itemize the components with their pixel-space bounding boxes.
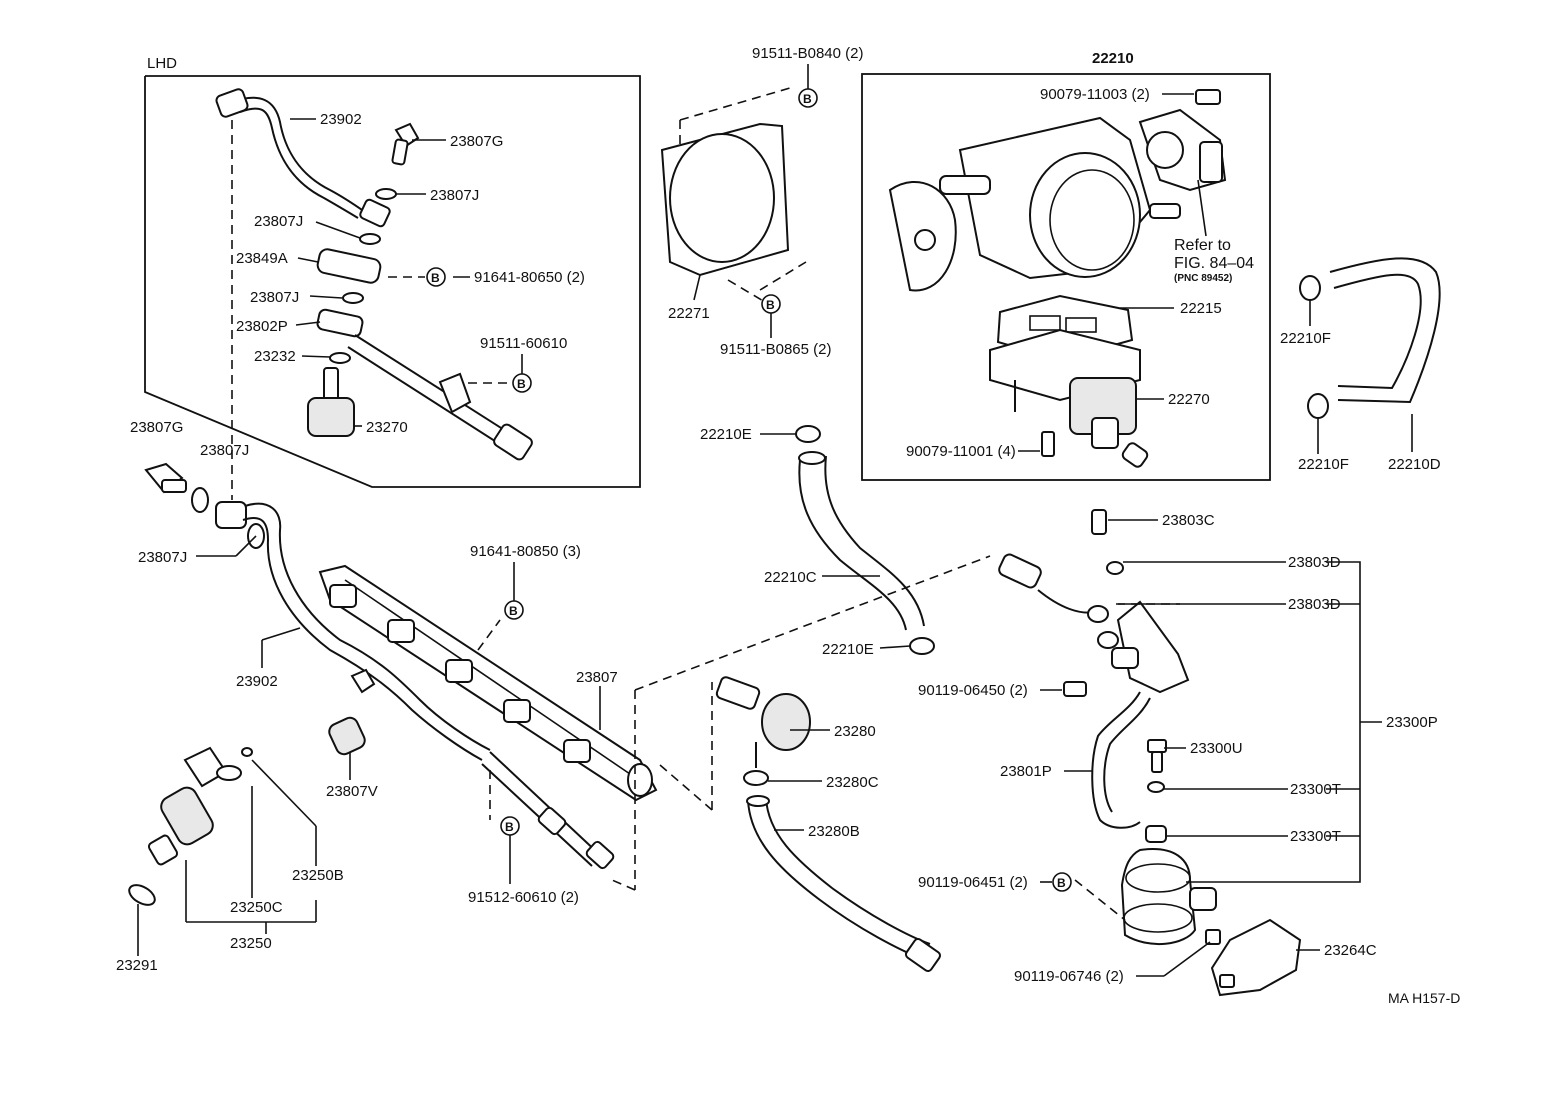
part-label: 23264C xyxy=(1324,942,1377,959)
part-label: 23300U xyxy=(1190,740,1243,757)
part-label: 23849A xyxy=(236,250,288,267)
bolt-symbol-circle: B xyxy=(1052,872,1072,892)
part-label: 22210E xyxy=(700,426,752,443)
diagram-code: MA H157-D xyxy=(1388,990,1460,1006)
part-label: 91511-B0840 (2) xyxy=(752,45,863,62)
fuel-rail-drawing xyxy=(128,462,991,906)
part-label: 23803D xyxy=(1288,596,1341,613)
regulator-23280-drawing xyxy=(715,676,942,973)
throttle-box-title: 22210 xyxy=(1092,50,1134,67)
part-label: 23291 xyxy=(116,957,158,974)
part-label: 22210C xyxy=(764,569,817,586)
svg-text:B: B xyxy=(766,298,775,312)
svg-text:B: B xyxy=(803,92,812,106)
part-label: 23280 xyxy=(834,723,876,740)
bolt-symbols: B B B B B B B xyxy=(426,88,1072,892)
part-label: 23807J xyxy=(200,442,249,459)
part-label: 23902 xyxy=(236,673,278,690)
part-label: 91511-B0865 (2) xyxy=(720,341,831,358)
part-label: 23807G xyxy=(130,419,183,436)
part-label: 23902 xyxy=(320,111,362,128)
part-label: 91641-80850 (3) xyxy=(470,543,581,560)
part-labels: 23902 23807G 23807J 23807J 23849A 91641-… xyxy=(116,45,1441,985)
part-label: 23280C xyxy=(826,774,879,791)
svg-text:B: B xyxy=(431,271,440,285)
part-label: 91641-80650 (2) xyxy=(474,269,585,286)
part-label: 23250B xyxy=(292,867,344,884)
part-label: 22270 xyxy=(1168,391,1210,408)
part-label: 90079-11001 (4) xyxy=(906,443,1016,460)
leader-lines xyxy=(137,64,1413,977)
part-label: 90119-06450 (2) xyxy=(918,682,1028,699)
bolt-symbol-circle: B xyxy=(500,816,520,836)
part-label: 22271 xyxy=(668,305,710,322)
bolt-symbol-circle: B xyxy=(426,267,446,287)
part-label: 90079-11003 (2) xyxy=(1040,86,1150,103)
part-label: 23270 xyxy=(366,419,408,436)
gasket-drawing xyxy=(660,87,807,306)
refer-note-line3: (PNC 89452) xyxy=(1174,273,1232,284)
refer-note-line2: FIG. 84–04 xyxy=(1174,255,1254,272)
svg-text:B: B xyxy=(517,377,526,391)
svg-text:B: B xyxy=(505,820,514,834)
throttle-body-drawing xyxy=(888,89,1227,468)
part-label: 22210E xyxy=(822,641,874,658)
svg-text:B: B xyxy=(509,604,518,618)
part-label: 23807J xyxy=(430,187,479,204)
svg-text:B: B xyxy=(1057,876,1066,890)
part-label: 23807G xyxy=(450,133,503,150)
part-label: 23807J xyxy=(138,549,187,566)
part-label: 22210F xyxy=(1280,330,1331,347)
part-label: 23803C xyxy=(1162,512,1215,529)
part-label: 23802P xyxy=(236,318,288,335)
part-label: 22215 xyxy=(1180,300,1222,317)
throttle-body-box: 22210 xyxy=(861,50,1271,481)
bolt-symbol-circle: B xyxy=(504,600,524,620)
part-label: 23300T xyxy=(1290,828,1341,845)
bolt-symbol-circle: B xyxy=(761,294,781,314)
refer-note-line1: Refer to xyxy=(1174,237,1231,254)
part-label: 23250 xyxy=(230,935,272,952)
lhd-inset-box: LHD xyxy=(144,55,641,488)
part-label: 23300T xyxy=(1290,781,1341,798)
part-label: 90119-06451 (2) xyxy=(918,874,1028,891)
part-label: 22210D xyxy=(1388,456,1441,473)
part-label: 23807J xyxy=(250,289,299,306)
part-label: 23807 xyxy=(576,669,618,686)
fuel-pump-group-drawing xyxy=(998,509,1302,997)
lhd-parts-drawing xyxy=(215,88,533,500)
part-label: 23801P xyxy=(1000,763,1052,780)
part-label: 91511-60610 xyxy=(480,335,567,352)
part-label: 91512-60610 (2) xyxy=(468,889,579,906)
part-label: 22210F xyxy=(1298,456,1349,473)
part-label: 23807J xyxy=(254,213,303,230)
part-label: 23300P xyxy=(1386,714,1438,731)
part-label: 23232 xyxy=(254,348,296,365)
hose-22210d-drawing xyxy=(1299,257,1441,419)
part-label: 23280B xyxy=(808,823,860,840)
part-label: 23803D xyxy=(1288,554,1341,571)
bolt-symbol-circle: B xyxy=(798,88,818,108)
part-label: 23807V xyxy=(326,783,378,800)
part-label: 23250C xyxy=(230,899,283,916)
part-label: 90119-06746 (2) xyxy=(1014,968,1124,985)
hose-22210c-drawing xyxy=(795,425,935,655)
refer-note: Refer to FIG. 84–04 (PNC 89452) xyxy=(1174,237,1254,284)
lhd-title: LHD xyxy=(147,55,177,72)
bolt-symbol-circle: B xyxy=(512,373,532,393)
